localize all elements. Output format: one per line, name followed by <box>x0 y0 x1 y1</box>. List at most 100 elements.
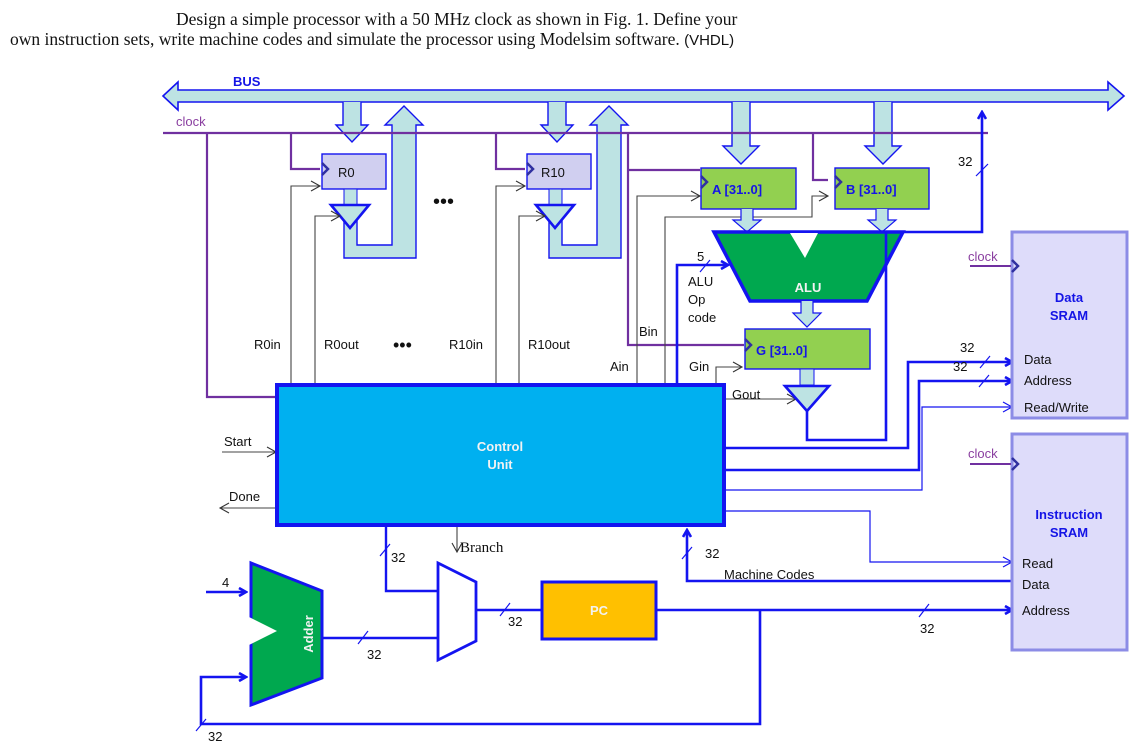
bus-width-slash <box>979 355 991 369</box>
clock-network <box>163 131 988 399</box>
cu-mux-width: 32 <box>391 550 405 565</box>
adder-constant: 4 <box>222 575 229 590</box>
instruction-sram: clock Instruction SRAM Read Data Address <box>968 432 1129 652</box>
clock-input-icon <box>1011 457 1020 471</box>
instruction-sram-title-1: Instruction <box>1035 507 1102 522</box>
control-unit: Control Unit <box>275 383 726 527</box>
bus-width-slash <box>918 603 930 618</box>
machine-codes-wire <box>687 530 1012 583</box>
bus-width-slash <box>699 259 711 273</box>
data-sram-clock-label: clock <box>968 249 998 264</box>
tristate-buffer-g <box>782 384 832 413</box>
mux-pc-width: 32 <box>508 614 522 629</box>
cu-to-data-sram-data <box>724 362 1012 450</box>
r10-label: R10 <box>541 165 565 180</box>
caption-line-2: own instruction sets, write machine code… <box>10 29 1141 50</box>
signal-gout: Gout <box>732 387 761 402</box>
b-to-alu <box>866 209 898 233</box>
register-b: B [31..0] <box>834 167 930 210</box>
data-sram-title-2: SRAM <box>1050 308 1088 323</box>
register-r0: R0 <box>321 153 387 231</box>
alu-opcode-label-2: Op <box>688 292 705 307</box>
g-to-bus-wire <box>805 112 982 442</box>
alu: ALU <box>711 230 906 303</box>
feedback-width: 32 <box>208 729 222 744</box>
program-counter: PC <box>540 580 658 641</box>
register-ellipsis: ••• <box>433 191 454 213</box>
r0-to-bus <box>343 105 425 259</box>
cu-to-mux-wire <box>384 525 437 593</box>
register-a: A [31..0] <box>700 167 797 210</box>
alu-to-g <box>791 301 823 328</box>
data-sram-port-data: Data <box>1024 352 1052 367</box>
bus-width-slash <box>978 374 990 388</box>
adder-mux-width: 32 <box>367 647 381 662</box>
clock-input-icon <box>834 175 843 189</box>
r0-label: R0 <box>338 165 355 180</box>
data-sram-title-1: Data <box>1055 290 1084 305</box>
adder: Adder <box>249 560 324 708</box>
branch-mux <box>436 560 478 663</box>
signal-gin: Gin <box>689 359 709 374</box>
pc-label: PC <box>590 603 609 618</box>
register-r10: R10 <box>526 153 592 231</box>
caption-vhdl-tag: (VHDL) <box>684 32 735 49</box>
instruction-sram-port-data: Data <box>1022 577 1050 592</box>
bus-width-slash <box>499 602 511 617</box>
clock-input-icon <box>526 162 535 176</box>
data-sram-port-read-write: Read/Write <box>1024 400 1089 415</box>
signal-ain: Ain <box>610 359 629 374</box>
g-bus-width: 32 <box>958 154 972 169</box>
instruction-sram-clock-label: clock <box>968 446 998 461</box>
address-width: 32 <box>953 359 967 374</box>
register-g: G [31..0] <box>744 328 871 413</box>
control-unit-label-1: Control <box>477 439 523 454</box>
pc-feedback-wire <box>199 610 762 726</box>
r10-to-bus <box>548 105 630 259</box>
machine-codes-width: 32 <box>705 546 719 561</box>
adder-label: Adder <box>301 615 316 653</box>
clock-label: clock <box>176 114 206 129</box>
control-signal-wires <box>218 180 830 554</box>
signal-r0out: R0out <box>324 337 359 352</box>
instruction-sram-title-2: SRAM <box>1050 525 1088 540</box>
register-b-label: B [31..0] <box>846 182 897 197</box>
alu-label: ALU <box>795 280 822 295</box>
pc-address-width: 32 <box>920 621 934 636</box>
bus-width-slash <box>681 546 693 560</box>
bus-to-r0 <box>334 102 370 144</box>
register-g-label: G [31..0] <box>756 343 807 358</box>
bus: BUS <box>161 74 1126 112</box>
signal-bin: Bin <box>639 324 658 339</box>
control-unit-label-2: Unit <box>487 457 513 472</box>
bus-arrow <box>161 80 1126 112</box>
clock-input-icon <box>321 162 330 176</box>
bus-width-slash <box>379 543 391 557</box>
alu-opcode-width: 5 <box>697 249 704 264</box>
bus-width-slash <box>195 718 207 732</box>
cu-to-instr-sram-read <box>724 510 1014 568</box>
a-to-alu <box>731 209 763 233</box>
caption-line-1: Design a simple processor with a 50 MHz … <box>176 9 738 29</box>
signal-r0in: R0in <box>254 337 281 352</box>
signal-r10out: R10out <box>528 337 570 352</box>
bus-width-slash <box>357 630 369 645</box>
alu-opcode-wire <box>675 265 728 385</box>
cu-to-data-sram-address <box>724 381 1012 472</box>
cu-to-data-sram-rw <box>724 401 1014 491</box>
signal-done: Done <box>229 489 260 504</box>
bus-label: BUS <box>233 74 261 89</box>
alu-opcode-label-1: ALU <box>688 274 713 289</box>
signal-branch: Branch <box>460 540 504 556</box>
bus-width-slash <box>975 163 989 177</box>
caption-line-2-text: own instruction sets, write machine code… <box>10 29 680 49</box>
data-sram-port-address: Address <box>1024 373 1072 388</box>
signal-ellipsis: ••• <box>393 335 412 355</box>
clock-input-icon <box>744 338 753 352</box>
signal-r10in: R10in <box>449 337 483 352</box>
alu-opcode-label-3: code <box>688 310 716 325</box>
instruction-sram-port-address: Address <box>1022 603 1070 618</box>
register-a-label: A [31..0] <box>712 182 762 197</box>
machine-codes-label: Machine Codes <box>724 567 815 582</box>
signal-start: Start <box>224 434 252 449</box>
